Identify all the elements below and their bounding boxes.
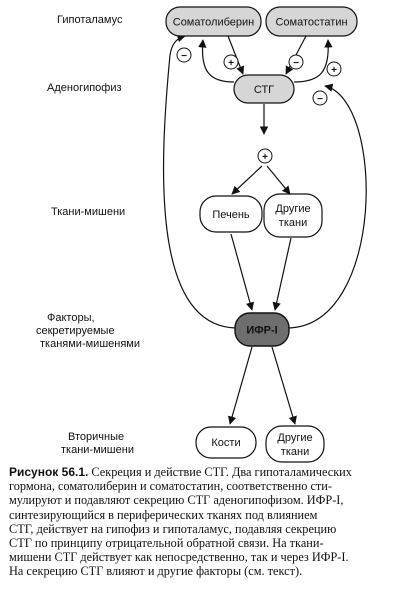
svg-text:+: + <box>331 65 337 76</box>
arrow-to-liver <box>231 165 263 195</box>
caption-line-4: синтезирующийся в периферических тканях … <box>9 507 318 522</box>
growth-hormone-diagram: Гипоталамус Аденогипофиз Ткани-мишени Фа… <box>36 6 367 463</box>
node-liver: Печень <box>199 195 263 233</box>
node-stg: СТГ <box>233 74 295 104</box>
arrow-stg-feedback-somatoliberin <box>198 39 235 83</box>
svg-text:Печень: Печень <box>212 209 250 221</box>
svg-text:−: − <box>181 51 187 62</box>
caption-line-8: На секрецию СТГ влияют и другие факторы … <box>9 564 303 579</box>
sign-plus-somatostatin: + <box>326 61 342 77</box>
caption-line-2: гормона, соматолиберин и соматостатин, с… <box>9 479 332 494</box>
sign-plus-stg-output: + <box>257 148 273 164</box>
level-label-factors-3: тканями-мишенями <box>40 338 140 350</box>
arrow-to-other-tissues <box>266 165 291 195</box>
level-label-secondary-1: Вторичные <box>68 431 124 443</box>
sign-minus-feedback-right: − <box>312 90 328 106</box>
caption-line-7: мишени СТГ действует как непосредственно… <box>9 550 349 565</box>
caption-line-6: СТГ по принципу отрицательной обратной с… <box>9 536 324 551</box>
sign-minus-somatoliberin: − <box>176 47 192 63</box>
caption-line-5: СТГ, действует на гипофиз и гипоталамус,… <box>9 521 337 536</box>
arrow-igf1-feedback-adenohypophysis <box>287 83 367 329</box>
level-label-factors-1: Факторы, <box>47 312 95 324</box>
svg-text:Другие: Другие <box>277 432 312 444</box>
sign-plus-somatoliberin: + <box>223 54 239 70</box>
figure-caption: Рисунок 56.1. Секреция и действие СТГ. Д… <box>9 465 411 579</box>
svg-text:ткани: ткани <box>281 446 309 458</box>
node-other-tissues: Другие ткани <box>263 193 323 238</box>
level-label-target-tissues: Ткани-мишени <box>51 206 125 218</box>
svg-text:+: + <box>228 58 234 69</box>
svg-text:Кости: Кости <box>211 437 240 449</box>
arrow-somatoliberin-to-stg <box>227 35 245 75</box>
level-label-hypothalamus: Гипоталамус <box>57 14 123 26</box>
sign-minus-stg-somatostatin: − <box>288 54 304 70</box>
svg-text:ткани: ткани <box>279 217 307 229</box>
arrow-igf1-to-other-tissues2 <box>271 346 297 425</box>
svg-text:Соматолиберин: Соматолиберин <box>173 17 255 29</box>
node-bones: Кости <box>195 426 257 459</box>
svg-text:−: − <box>317 94 323 105</box>
caption-line-1: Рисунок 56.1. Секреция и действие СТГ. Д… <box>9 465 411 479</box>
node-somatostatin: Соматостатин <box>265 6 358 37</box>
arrow-igf1-to-bones <box>228 346 253 425</box>
node-igf1: ИФР-I <box>234 312 290 347</box>
caption-line-1-text: Секреция и действие СТГ. Два гипоталамич… <box>88 465 352 479</box>
svg-text:Другие: Другие <box>275 203 310 215</box>
arrow-igf1-feedback-hypothalamus <box>162 34 237 329</box>
svg-text:СТГ: СТГ <box>254 84 274 96</box>
level-label-factors-2: секретируемые <box>36 325 115 337</box>
arrow-other-tissues-to-igf1 <box>272 237 292 311</box>
node-somatoliberin: Соматолиберин <box>165 6 262 37</box>
level-label-secondary-2: ткани-мишени <box>61 444 134 456</box>
arrow-stg-feedback-somatostatin <box>293 39 333 83</box>
node-other-tissues-secondary: Другие ткани <box>265 425 325 463</box>
caption-title: Рисунок 56.1. <box>9 465 89 479</box>
level-label-adenohypophysis: Аденогипофиз <box>47 82 122 94</box>
caption-line-3: мулируют и подавляют секрецию СТГ аденог… <box>9 493 344 508</box>
svg-text:+: + <box>262 152 268 163</box>
svg-text:ИФР-I: ИФР-I <box>246 325 277 337</box>
svg-text:−: − <box>293 58 299 69</box>
svg-text:Соматостатин: Соматостатин <box>275 17 347 29</box>
arrow-liver-to-igf1 <box>230 233 255 311</box>
